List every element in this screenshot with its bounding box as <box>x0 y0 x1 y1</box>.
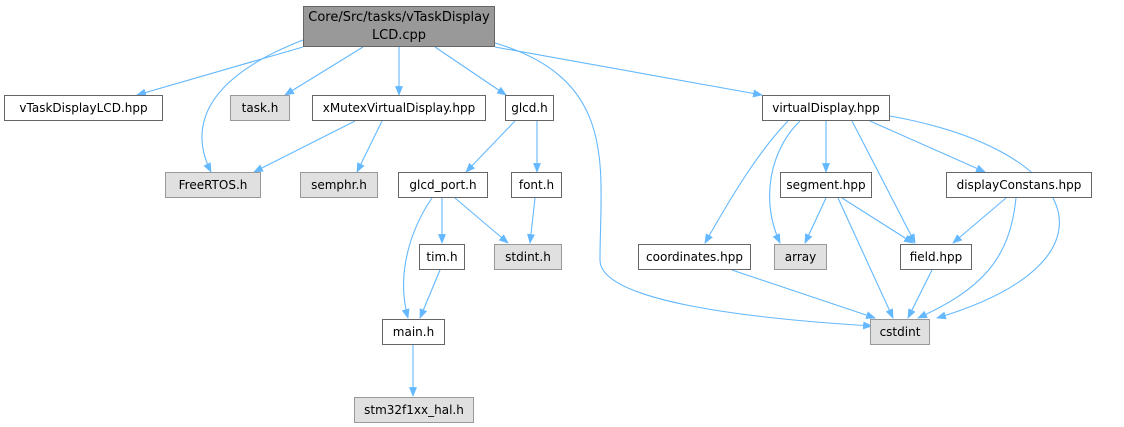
node-vtaskdisplaylcd-hpp[interactable]: vTaskDisplayLCD.hpp <box>4 95 163 121</box>
node-freertos-h: FreeRTOS.h <box>165 172 261 198</box>
edge-root-to-virtualdisplay-hpp <box>494 46 763 98</box>
node-tim-h-label: tim.h <box>426 250 458 264</box>
node-field-hpp-label: field.hpp <box>909 250 963 264</box>
node-cstdint: cstdint <box>870 319 930 345</box>
edge-glcd-to-glcd-port-h <box>465 120 516 173</box>
node-glcd-h-label: glcd.h <box>511 101 548 115</box>
node-stm32f1xx-hal-h: stm32f1xx_hal.h <box>354 397 474 423</box>
node-array-label: array <box>784 250 817 264</box>
node-array: array <box>774 244 827 270</box>
node-font-h[interactable]: font.h <box>511 172 562 198</box>
node-stdint-h: stdint.h <box>494 244 562 270</box>
node-root-file-label: Core/Src/tasks/vTaskDisplay LCD.cpp <box>308 9 490 45</box>
node-stdint-h-label: stdint.h <box>505 250 551 264</box>
edge-displayconstans-to-field-hpp <box>952 197 1007 244</box>
edge-displayconstans-to-cstdint <box>917 197 1017 319</box>
node-xmutexvirtualdisplay-hpp-label: xMutexVirtualDisplay.hpp <box>322 101 476 115</box>
node-field-hpp[interactable]: field.hpp <box>900 244 972 270</box>
node-freertos-h-label: FreeRTOS.h <box>178 178 248 192</box>
edge-glcd-port-to-stdint-h <box>454 197 509 244</box>
edge-tim-to-main-h <box>419 269 441 319</box>
node-virtualdisplay-hpp[interactable]: virtualDisplay.hpp <box>762 95 890 121</box>
node-cstdint-label: cstdint <box>879 325 921 339</box>
edge-root-to-freertos-h <box>201 39 304 173</box>
edge-virtualdisplay-to-array <box>769 120 801 244</box>
node-xmutexvirtualdisplay-hpp[interactable]: xMutexVirtualDisplay.hpp <box>312 95 486 121</box>
node-segment-hpp-label: segment.hpp <box>786 178 866 192</box>
edge-font-to-stdint-h <box>527 197 536 244</box>
edge-coordinates-to-cstdint <box>731 269 876 319</box>
node-vtaskdisplaylcd-hpp-label: vTaskDisplayLCD.hpp <box>19 101 148 115</box>
edge-root-to-glcd-h <box>434 46 507 96</box>
edge-segment-to-array <box>804 197 827 244</box>
edge-root-to-vtaskdisplaylcd-hpp <box>136 46 304 97</box>
node-stm32f1xx-hal-h-label: stm32f1xx_hal.h <box>364 403 464 417</box>
node-coordinates-hpp-label: coordinates.hpp <box>646 250 743 264</box>
edge-root-to-cstdint <box>494 42 873 330</box>
node-glcd-h[interactable]: glcd.h <box>505 95 554 121</box>
node-displayconstans-hpp-label: displayConstans.hpp <box>956 178 1082 192</box>
node-root-file-line1: Core/Src/tasks/vTaskDisplay <box>308 9 490 25</box>
node-segment-hpp[interactable]: segment.hpp <box>780 172 872 198</box>
edge-field-to-cstdint <box>907 269 933 319</box>
node-semphr-h-label: semphr.h <box>311 178 367 192</box>
edge-glcd-port-to-main-h <box>401 197 433 319</box>
edge-root-to-task-h <box>284 46 364 96</box>
edge-segment-to-field-hpp <box>841 197 914 244</box>
node-virtualdisplay-hpp-label: virtualDisplay.hpp <box>772 101 880 115</box>
node-main-h-label: main.h <box>392 325 435 339</box>
node-root-file[interactable]: Core/Src/tasks/vTaskDisplay LCD.cpp <box>303 6 495 47</box>
edge-virtualdisplay-to-displayconstans-hpp <box>869 120 986 173</box>
edge-virtualdisplay-to-cstdint <box>889 115 1060 320</box>
node-coordinates-hpp[interactable]: coordinates.hpp <box>638 244 751 270</box>
node-glcd-port-h-label: glcd_port.h <box>409 178 477 192</box>
edge-xmutex-to-freertos-h <box>253 120 356 173</box>
edge-virtualdisplay-to-field-hpp <box>851 120 916 244</box>
node-root-file-line2: LCD.cpp <box>371 27 427 43</box>
node-displayconstans-hpp[interactable]: displayConstans.hpp <box>946 172 1092 198</box>
node-font-h-label: font.h <box>518 178 555 192</box>
node-glcd-port-h[interactable]: glcd_port.h <box>398 172 488 198</box>
node-semphr-h: semphr.h <box>300 172 378 198</box>
node-main-h[interactable]: main.h <box>382 319 445 345</box>
node-tim-h[interactable]: tim.h <box>419 244 465 270</box>
node-task-h: task.h <box>230 95 290 121</box>
node-task-h-label: task.h <box>241 101 279 115</box>
edge-xmutex-to-semphr-h <box>356 120 383 173</box>
edge-segment-to-cstdint <box>837 197 894 319</box>
edge-virtualdisplay-to-coordinates-hpp <box>704 120 789 244</box>
